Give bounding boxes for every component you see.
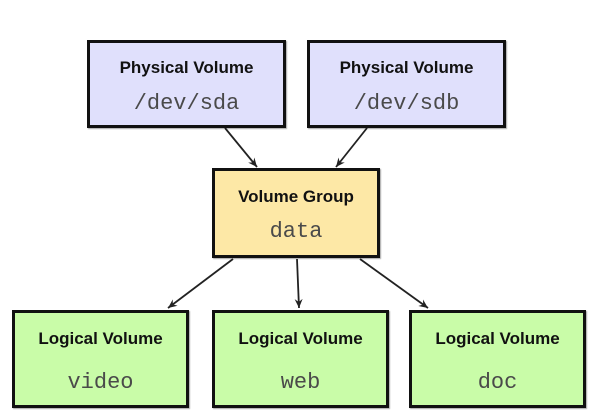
logical-volume-title: Logical Volume	[38, 329, 163, 348]
physical-volume-device: /dev/sdb	[353, 91, 460, 116]
volume-group-box: Volume Group data	[212, 168, 380, 258]
logical-volume-name: doc	[477, 370, 518, 395]
arrow-data-to-doc	[359, 258, 429, 309]
logical-volume-name: video	[67, 370, 134, 395]
physical-volume-title: Physical Volume	[339, 58, 474, 77]
logical-volume-name: web	[280, 370, 321, 395]
arrow-data-to-video	[167, 258, 234, 309]
logical-volume-title: Logical Volume	[435, 329, 560, 348]
physical-volume-title: Physical Volume	[119, 58, 254, 77]
physical-volume-sdb-box: Physical Volume /dev/sdb	[307, 40, 506, 128]
logical-volume-title: Logical Volume	[238, 329, 363, 348]
arrow-data-to-web	[294, 258, 303, 309]
arrow-sda-to-data	[224, 127, 258, 168]
logical-volume-doc-box: Logical Volume doc	[409, 310, 586, 408]
arrow-sdb-to-data	[335, 127, 368, 168]
logical-volume-web-box: Logical Volume web	[212, 310, 389, 408]
physical-volume-device: /dev/sda	[133, 91, 240, 116]
logical-volume-video-box: Logical Volume video	[12, 310, 189, 408]
volume-group-title: Volume Group	[238, 187, 354, 206]
physical-volume-sda-box: Physical Volume /dev/sda	[87, 40, 286, 128]
volume-group-name: data	[269, 219, 323, 244]
